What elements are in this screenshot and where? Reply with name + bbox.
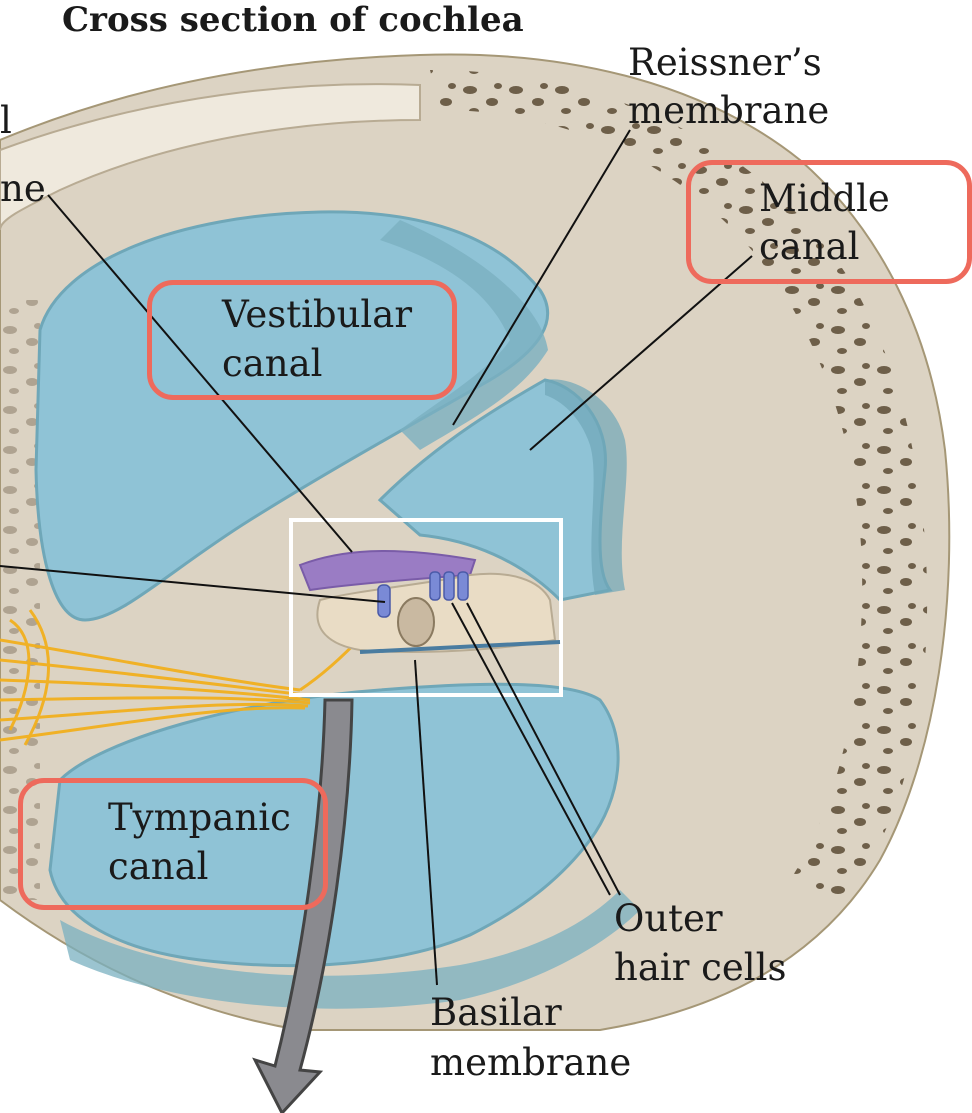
outer-hair-cells-label-line1: Outer — [614, 896, 723, 941]
outer-hair-cells-label-line2: hair cells — [614, 945, 786, 990]
basilar-membrane-label-line2: membrane — [430, 1040, 631, 1085]
basilar-membrane-label-line1: Basilar — [430, 990, 562, 1035]
tympanic-canal-label-line2: canal — [108, 844, 209, 889]
middle-canal-label-line1: Middle — [759, 176, 890, 221]
cut-label-line1: l — [0, 98, 12, 143]
middle-canal-label-line2: canal — [759, 224, 860, 269]
reissner-label-line2: membrane — [628, 88, 829, 133]
reissner-label-line1: Reissner’s — [628, 40, 822, 85]
diagram-title: Cross section of cochlea — [62, 0, 524, 42]
tympanic-canal-label-line1: Tympanic — [108, 795, 291, 840]
vestibular-canal-label-line2: canal — [222, 341, 323, 386]
cut-label-line2: ne — [0, 166, 46, 211]
vestibular-canal-label-line1: Vestibular — [222, 292, 412, 337]
tunnel-of-corti — [398, 598, 434, 646]
